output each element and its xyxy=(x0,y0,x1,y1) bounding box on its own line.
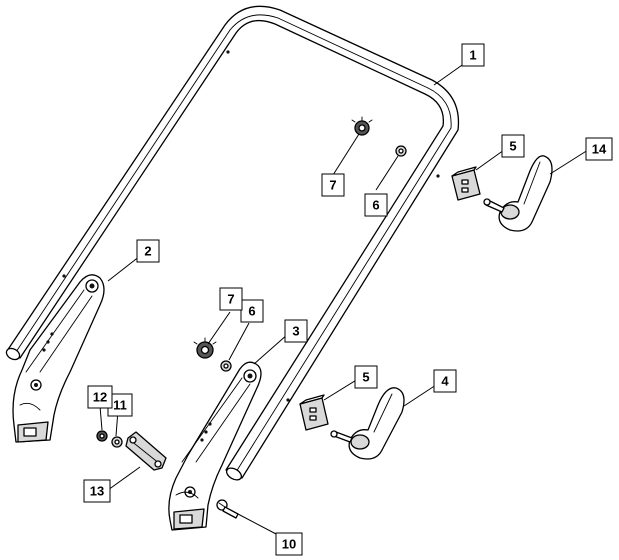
callout-2-label: 2 xyxy=(144,244,151,259)
star-nut-lower xyxy=(193,337,217,359)
callout-6-upper: 6 xyxy=(364,193,388,217)
callout-7-lower-label: 7 xyxy=(227,292,234,307)
leader-lines xyxy=(99,62,589,536)
callout-2: 2 xyxy=(136,239,160,263)
clamp-block-upper xyxy=(451,166,481,201)
clamp-block-lower xyxy=(299,394,329,431)
washer-small xyxy=(111,436,123,448)
lever-upper xyxy=(483,155,553,232)
callout-6-upper-label: 6 xyxy=(372,198,379,213)
callout-4-label: 4 xyxy=(441,374,449,389)
callout-11-label: 11 xyxy=(113,398,127,413)
washer-lower xyxy=(220,360,232,372)
washer-upper xyxy=(395,145,407,157)
callout-7-upper: 7 xyxy=(321,173,345,197)
callout-5-lower: 5 xyxy=(354,365,378,389)
nut-small xyxy=(96,430,108,442)
callout-7-lower: 7 xyxy=(219,287,243,311)
callout-12-label: 12 xyxy=(93,390,107,405)
callout-5-upper: 5 xyxy=(501,134,525,158)
callout-11: 11 xyxy=(107,393,133,417)
left-bracket xyxy=(12,274,105,443)
right-bracket xyxy=(168,361,262,531)
screw xyxy=(216,499,239,519)
callout-14: 14 xyxy=(585,137,613,161)
callout-5-lower-label: 5 xyxy=(362,370,369,385)
callout-4: 4 xyxy=(433,369,457,393)
callout-3-label: 3 xyxy=(292,324,299,339)
cam-link xyxy=(125,431,167,471)
callout-13: 13 xyxy=(83,479,111,503)
callout-1: 1 xyxy=(461,43,485,67)
star-nut-upper xyxy=(351,116,373,136)
callout-5-upper-label: 5 xyxy=(509,139,516,154)
callout-10: 10 xyxy=(275,532,303,556)
callout-3: 3 xyxy=(284,319,308,343)
callout-10-label: 10 xyxy=(282,537,296,552)
lever-lower xyxy=(330,387,405,460)
callout-12: 12 xyxy=(87,385,113,409)
callout-14-label: 14 xyxy=(592,142,607,157)
handle-bar xyxy=(5,5,460,481)
callout-6-lower-label: 6 xyxy=(248,304,255,319)
callout-1-label: 1 xyxy=(469,48,476,63)
callout-13-label: 13 xyxy=(90,484,104,499)
callout-6-lower: 6 xyxy=(240,299,264,323)
callout-7-upper-label: 7 xyxy=(329,178,336,193)
